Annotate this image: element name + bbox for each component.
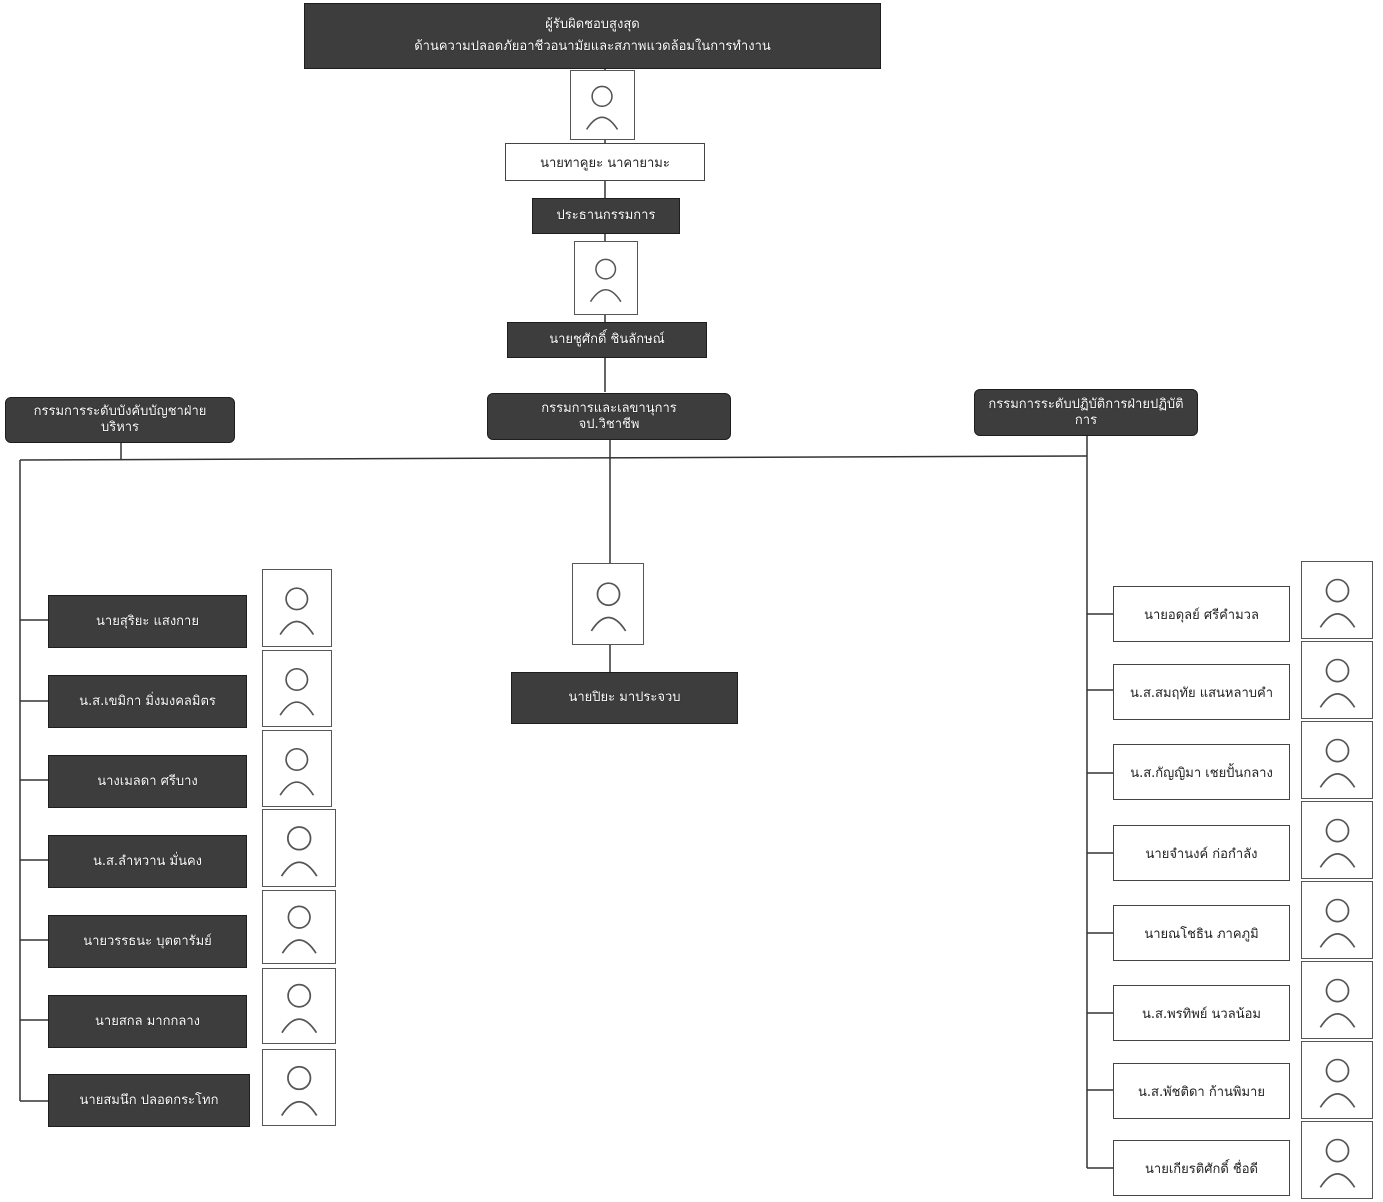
person-photo-icon bbox=[590, 582, 626, 632]
person-photo-icon bbox=[279, 747, 315, 796]
right-member-4: นายจำนงค์ ก่อกำลัง bbox=[1113, 825, 1290, 881]
left-member-6-photo bbox=[262, 968, 336, 1044]
right-member-4-photo bbox=[1301, 801, 1373, 879]
right-member-8-photo bbox=[1301, 1121, 1373, 1199]
left-member-4-photo bbox=[262, 809, 336, 887]
right-branch-heading: กรรมการระดับปฏิบัติการฝ่ายปฏิบัติการ bbox=[974, 389, 1198, 436]
left-member-7: นายสมนึก ปลอดกระโทก bbox=[48, 1074, 250, 1127]
left-member-1: นายสุริยะ แสงกาย bbox=[48, 595, 247, 648]
person-photo-icon bbox=[1319, 738, 1355, 788]
right-member-2: น.ส.สมฤทัย แสนหลาบคำ bbox=[1113, 664, 1290, 720]
person-photo-icon bbox=[586, 85, 619, 130]
left-member-5: นายวรรธนะ บุตตารัมย์ bbox=[48, 915, 247, 968]
person-photo-icon bbox=[1319, 578, 1355, 628]
chair-name: นายชูศักดิ์ ชินลักษณ์ bbox=[507, 322, 707, 358]
center-member-name: นายปิยะ มาประจวบ bbox=[511, 672, 738, 724]
left-member-7-photo bbox=[262, 1049, 336, 1126]
person-photo-icon bbox=[1319, 1058, 1355, 1108]
right-member-6: น.ส.พรทิพย์ นวลน้อม bbox=[1113, 985, 1290, 1041]
chair-photo bbox=[574, 241, 638, 315]
top-title-box: ผู้รับผิดชอบสูงสุด ด้านความปลอดภัยอาชีวอ… bbox=[304, 3, 881, 69]
right-member-3-photo bbox=[1301, 721, 1373, 799]
left-member-3-photo bbox=[262, 730, 332, 807]
right-member-7-photo bbox=[1301, 1041, 1373, 1119]
right-member-1-photo bbox=[1301, 561, 1373, 639]
person-photo-icon bbox=[279, 586, 315, 635]
right-member-6-photo bbox=[1301, 961, 1373, 1039]
person-photo-icon bbox=[590, 258, 622, 303]
person-photo-icon bbox=[279, 667, 315, 716]
center-branch-heading: กรรมการและเลขานุการ จป.วิชาชีพ bbox=[487, 393, 731, 440]
left-branch-heading: กรรมการระดับบังคับบัญชาฝ่ายบริหาร bbox=[5, 397, 235, 443]
right-member-2-photo bbox=[1301, 641, 1373, 719]
person-photo-icon bbox=[280, 1065, 318, 1116]
right-member-7: น.ส.พัชติดา ก้านพิมาย bbox=[1113, 1063, 1290, 1119]
top-person-name: นายทาคูยะ นาคายามะ bbox=[505, 143, 705, 181]
right-member-5: นายณโชธิน ภาคภูมิ bbox=[1113, 905, 1290, 961]
right-member-1: นายอดุลย์ ศรีคำมวล bbox=[1113, 586, 1290, 642]
top-title-line2: ด้านความปลอดภัยอาชีวอนามัยและสภาพแวดล้อม… bbox=[414, 39, 771, 54]
person-photo-icon bbox=[280, 825, 318, 877]
person-photo-icon bbox=[1319, 658, 1355, 708]
person-photo-icon bbox=[1319, 818, 1355, 868]
top-person-photo bbox=[570, 70, 635, 140]
left-member-2-photo bbox=[262, 650, 332, 727]
left-member-6: นายสกล มากกลาง bbox=[48, 995, 247, 1048]
person-photo-icon bbox=[1319, 978, 1355, 1028]
left-member-3: นางเมลดา ศรีบาง bbox=[48, 755, 247, 808]
right-member-3: น.ส.กัญญิมา เชยปั้นกลาง bbox=[1113, 744, 1290, 800]
center-member-photo bbox=[572, 563, 644, 645]
left-member-4: น.ส.ลำหวาน มั่นคง bbox=[48, 835, 247, 888]
left-member-5-photo bbox=[262, 890, 336, 964]
person-photo-icon bbox=[1319, 1138, 1355, 1188]
person-photo-icon bbox=[281, 905, 317, 954]
chair-role-label: ประธานกรรมการ bbox=[532, 198, 680, 234]
right-member-8: นายเกียรติศักดิ์ ชื่อดี bbox=[1113, 1140, 1290, 1196]
top-title-line1: ผู้รับผิดชอบสูงสุด bbox=[545, 17, 640, 32]
person-photo-icon bbox=[1319, 898, 1355, 948]
left-member-2: น.ส.เขมิกา มิ่งมงคลมิตร bbox=[48, 675, 247, 728]
left-member-1-photo bbox=[262, 569, 332, 647]
person-photo-icon bbox=[281, 984, 317, 1034]
right-member-5-photo bbox=[1301, 881, 1373, 959]
